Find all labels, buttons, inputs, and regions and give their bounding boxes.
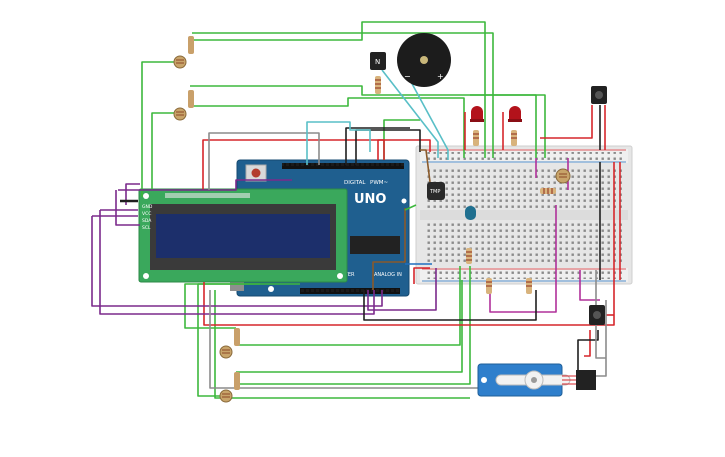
wire-green[interactable] [236, 266, 461, 346]
wire-green[interactable] [214, 290, 470, 399]
wire-magenta[interactable] [489, 205, 557, 313]
wire-green[interactable] [470, 94, 546, 158]
buzzer-plus: + [437, 72, 444, 81]
wire-green[interactable] [404, 204, 417, 211]
red-led-1[interactable] [470, 106, 484, 122]
photoresistor-4[interactable] [219, 372, 240, 403]
wire-green[interactable] [236, 280, 463, 373]
buzzer-minus: − [404, 72, 411, 81]
servo-motor[interactable] [477, 363, 596, 397]
breadboard-center-channel [420, 210, 628, 220]
pwm-label: PWM~ [370, 180, 389, 186]
digital-header [282, 163, 404, 169]
wire-gray[interactable] [595, 270, 606, 359]
wire-gray[interactable] [208, 132, 320, 190]
breadboard-terminal-top [426, 167, 624, 209]
wire-purple[interactable] [91, 216, 383, 307]
digital-label: DIGITAL [344, 180, 366, 186]
wire-red[interactable] [203, 162, 615, 326]
resistor[interactable] [486, 278, 492, 294]
lcd-pin-scl: SCL [142, 225, 151, 231]
pushbutton-bottom[interactable] [589, 305, 605, 325]
wire-cyan[interactable] [306, 121, 371, 165]
wire-purple[interactable] [125, 183, 140, 205]
lcd-screen [156, 214, 330, 258]
wire-gray[interactable] [209, 290, 485, 389]
temperature-sensor[interactable]: TMP [427, 182, 445, 200]
wire-green[interactable] [141, 61, 180, 197]
wire-magenta[interactable] [579, 270, 600, 301]
wire-brown[interactable] [372, 208, 406, 290]
resistor[interactable] [375, 76, 381, 94]
wire-black[interactable] [355, 129, 421, 165]
wire-green[interactable] [151, 112, 180, 190]
wire-green[interactable] [190, 85, 537, 158]
breadboard-terminal-bottom [426, 222, 624, 264]
red-led-2[interactable] [508, 106, 522, 122]
resistor[interactable] [466, 248, 472, 264]
npn-transistor[interactable]: N [370, 52, 386, 70]
photoresistor-3[interactable] [219, 328, 240, 359]
wire-red[interactable] [202, 139, 385, 190]
wire-red[interactable] [377, 139, 431, 160]
pushbutton-top[interactable] [591, 86, 607, 104]
servo-connector [576, 370, 596, 390]
wire-purple[interactable] [99, 210, 375, 315]
wire-green[interactable] [197, 283, 300, 397]
capacitor[interactable] [465, 206, 476, 220]
lcd-display: GND VCC SDA SCL [138, 188, 348, 283]
piezo-buzzer[interactable]: − + [397, 33, 451, 87]
wire-black[interactable] [345, 127, 410, 165]
photoresistor-breadboard[interactable] [555, 168, 571, 184]
wire-black[interactable] [577, 330, 599, 370]
lcd-pin-vcc: VCC [142, 211, 151, 217]
wire-purple[interactable] [118, 179, 292, 191]
wire-green[interactable] [192, 32, 494, 158]
resistor[interactable] [511, 130, 517, 146]
wire-purple[interactable] [115, 190, 140, 226]
resistor[interactable] [526, 278, 532, 294]
wire-red[interactable] [584, 330, 591, 357]
lcd-pin-sda: SDA [142, 218, 152, 224]
transistor-label: N [375, 58, 380, 66]
wire-red[interactable] [540, 105, 593, 139]
lcd-pin-strip [165, 193, 250, 198]
wires [91, 21, 621, 399]
wire-cyan[interactable] [409, 79, 449, 160]
wire-green[interactable] [236, 266, 471, 385]
wire-green[interactable] [192, 21, 486, 158]
wire-purple[interactable] [367, 268, 437, 311]
analog-in-label: ANALOG IN [374, 272, 402, 278]
uno-logo: UNO [354, 192, 387, 207]
photoresistor-2[interactable] [173, 90, 194, 121]
resistor[interactable] [473, 130, 479, 146]
wire-gray[interactable] [596, 300, 607, 377]
wire-red[interactable] [413, 267, 430, 284]
microcontroller-chip [350, 236, 400, 254]
wire-cyan[interactable] [381, 69, 439, 158]
wire-brown[interactable] [420, 149, 431, 183]
temp-sensor-label: TMP [429, 189, 440, 195]
lcd-pin-gnd: GND [142, 204, 153, 210]
photoresistor-1[interactable] [173, 36, 194, 69]
wire-black[interactable] [363, 290, 537, 321]
power-analog-header [300, 288, 400, 294]
resistor[interactable] [540, 188, 556, 194]
wire-green[interactable] [190, 97, 465, 158]
